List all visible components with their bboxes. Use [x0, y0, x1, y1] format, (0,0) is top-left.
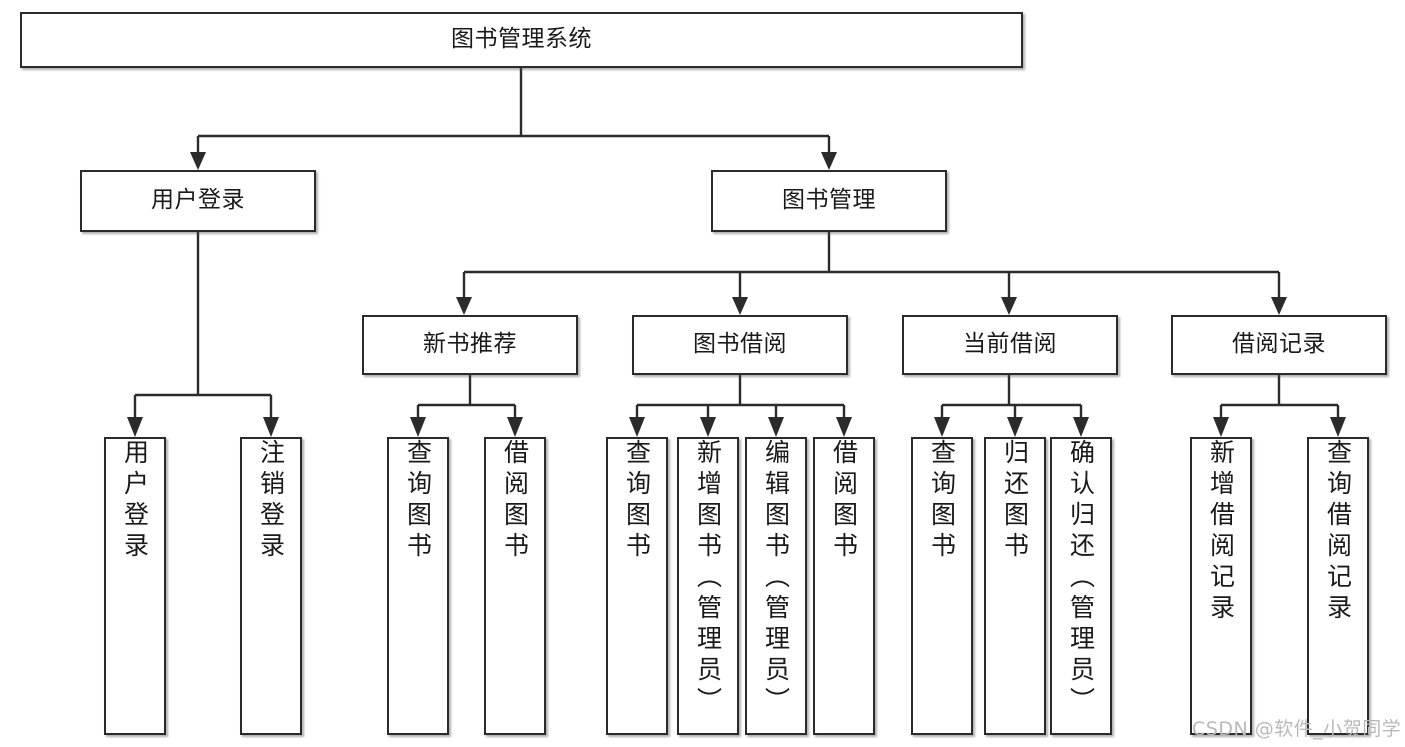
node-leaf-return-book[interactable]: 归还图书 [984, 437, 1046, 735]
arrowhead-new-book-recommend [456, 297, 472, 315]
node-leaf-add-book-label: 新增图书（管理员） [693, 439, 723, 718]
node-leaf-add-record-label: 新增借阅记录 [1206, 439, 1236, 625]
node-book-borrow[interactable]: 图书借阅 [632, 315, 848, 375]
node-user-login[interactable]: 用户登录 [80, 170, 316, 232]
node-root[interactable]: 图书管理系统 [20, 12, 1023, 68]
node-leaf-add-record[interactable]: 新增借阅记录 [1190, 437, 1252, 735]
node-book-borrow-label: 图书借阅 [693, 331, 787, 358]
arrowhead-leaf-confirm-return [1073, 417, 1089, 437]
node-user-login-label: 用户登录 [151, 187, 245, 214]
node-leaf-query-record[interactable]: 查询借阅记录 [1307, 437, 1369, 735]
arrowhead-leaf-borrow-book-2 [836, 417, 852, 437]
arrowhead-leaf-borrow-book-1 [507, 417, 523, 437]
arrowhead-current-borrow [1001, 297, 1017, 315]
node-leaf-return-book-label: 归还图书 [1000, 439, 1030, 563]
arrowhead-leaf-add-record [1213, 417, 1229, 437]
node-borrow-record-label: 借阅记录 [1232, 331, 1326, 358]
node-current-borrow-label: 当前借阅 [963, 331, 1057, 358]
node-leaf-add-book[interactable]: 新增图书（管理员） [677, 437, 739, 735]
arrowhead-leaf-query-book-3 [934, 417, 950, 437]
node-leaf-user-logout[interactable]: 注销登录 [240, 437, 302, 735]
node-root-label: 图书管理系统 [451, 26, 592, 53]
node-leaf-borrow-book-1[interactable]: 借阅图书 [484, 437, 546, 735]
node-leaf-query-book-1-label: 查询图书 [403, 439, 433, 563]
node-leaf-borrow-book-2-label: 借阅图书 [829, 439, 859, 563]
node-borrow-record[interactable]: 借阅记录 [1171, 315, 1387, 375]
node-leaf-user-logout-label: 注销登录 [256, 439, 286, 563]
csdn-watermark: CSDN @软件_小贺同学 [1192, 718, 1402, 740]
node-leaf-borrow-book-2[interactable]: 借阅图书 [813, 437, 875, 735]
node-new-book-recommend[interactable]: 新书推荐 [362, 315, 578, 375]
arrowhead-leaf-query-book-2 [629, 417, 645, 437]
node-leaf-user-login[interactable]: 用户登录 [104, 437, 166, 735]
node-leaf-borrow-book-1-label: 借阅图书 [500, 439, 530, 563]
arrowhead-leaf-query-record [1330, 417, 1346, 437]
node-leaf-query-book-3[interactable]: 查询图书 [911, 437, 973, 735]
node-book-manage[interactable]: 图书管理 [711, 170, 947, 232]
arrowhead-book-manage [821, 152, 837, 170]
node-leaf-user-login-label: 用户登录 [120, 439, 150, 563]
node-leaf-query-book-2-label: 查询图书 [622, 439, 652, 563]
node-leaf-query-book-3-label: 查询图书 [927, 439, 957, 563]
arrowhead-leaf-add-book [700, 417, 716, 437]
node-leaf-query-book-2[interactable]: 查询图书 [606, 437, 668, 735]
node-leaf-query-book-1[interactable]: 查询图书 [387, 437, 449, 735]
arrowhead-leaf-edit-book [768, 417, 784, 437]
arrowhead-book-borrow [732, 297, 748, 315]
arrowhead-leaf-user-login [127, 417, 143, 437]
arrowhead-borrow-record [1271, 297, 1287, 315]
node-new-book-recommend-label: 新书推荐 [423, 331, 517, 358]
arrowhead-leaf-user-logout [263, 417, 279, 437]
node-leaf-edit-book-label: 编辑图书（管理员） [761, 439, 791, 718]
node-leaf-confirm-return[interactable]: 确认归还（管理员） [1050, 437, 1112, 735]
node-leaf-query-record-label: 查询借阅记录 [1323, 439, 1353, 625]
node-book-manage-label: 图书管理 [782, 187, 876, 214]
node-leaf-confirm-return-label: 确认归还（管理员） [1066, 439, 1096, 718]
node-current-borrow[interactable]: 当前借阅 [902, 315, 1118, 375]
arrowhead-user-login [190, 152, 206, 170]
arrowhead-leaf-return-book [1007, 417, 1023, 437]
node-leaf-edit-book[interactable]: 编辑图书（管理员） [745, 437, 807, 735]
arrowhead-leaf-query-book-1 [410, 417, 426, 437]
